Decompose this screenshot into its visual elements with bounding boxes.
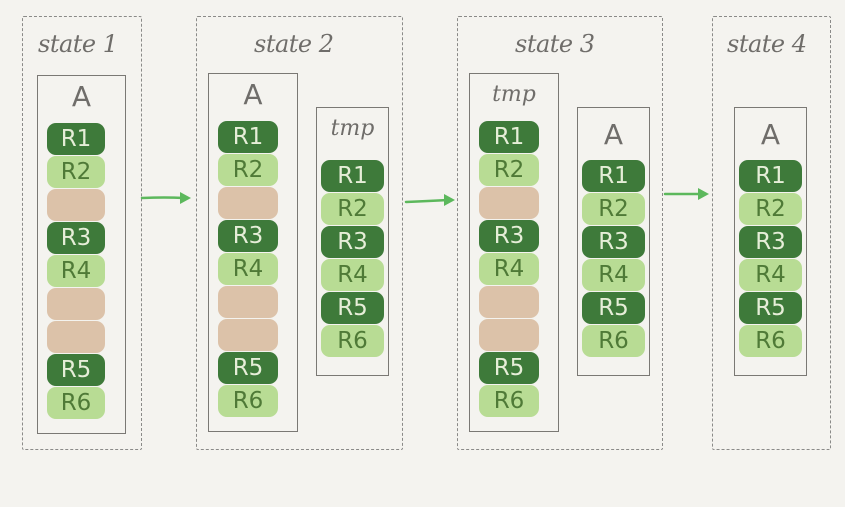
row-r5: R5 [582, 292, 645, 324]
table-name: A [71, 80, 92, 113]
row-r2: R2 [47, 156, 105, 188]
state-1-panel [22, 16, 142, 450]
arrow-right-icon [663, 188, 709, 200]
empty-row-slot [218, 187, 278, 219]
empty-row-slot [479, 286, 539, 318]
state-1-title: state 1 [38, 30, 118, 58]
empty-row-slot [218, 319, 278, 351]
row-r4: R4 [218, 253, 278, 285]
state-3-title: state 3 [515, 30, 595, 58]
state-2-title: state 2 [254, 30, 334, 58]
row-r5: R5 [47, 354, 105, 386]
row-r3: R3 [218, 220, 278, 252]
row-r6: R6 [321, 325, 384, 357]
row-r1: R1 [479, 121, 539, 153]
empty-row-slot [479, 319, 539, 351]
row-r6: R6 [479, 385, 539, 417]
empty-row-slot [218, 286, 278, 318]
row-r5: R5 [739, 292, 802, 324]
row-r5: R5 [321, 292, 384, 324]
table-name: tmp [330, 116, 375, 141]
row-r6: R6 [218, 385, 278, 417]
row-r6: R6 [582, 325, 645, 357]
table-name: A [760, 118, 781, 151]
row-r4: R4 [479, 253, 539, 285]
row-r6: R6 [47, 387, 105, 419]
row-r1: R1 [321, 160, 384, 192]
row-r4: R4 [321, 259, 384, 291]
row-r3: R3 [582, 226, 645, 258]
table-name: A [603, 118, 624, 151]
row-r2: R2 [739, 193, 802, 225]
row-r4: R4 [739, 259, 802, 291]
row-r3: R3 [321, 226, 384, 258]
row-r1: R1 [47, 123, 105, 155]
arrow-right-icon [404, 194, 455, 206]
empty-row-slot [47, 321, 105, 353]
table-name: tmp [492, 82, 536, 107]
row-r1: R1 [582, 160, 645, 192]
arrow-right-icon [140, 192, 191, 204]
state-2-panel [196, 16, 403, 450]
row-r4: R4 [582, 259, 645, 291]
row-r1: R1 [218, 121, 278, 153]
row-r6: R6 [739, 325, 802, 357]
state-3-panel [457, 16, 663, 450]
row-r3: R3 [739, 226, 802, 258]
row-r2: R2 [582, 193, 645, 225]
row-r5: R5 [479, 352, 539, 384]
empty-row-slot [479, 187, 539, 219]
row-r4: R4 [47, 255, 105, 287]
row-r3: R3 [47, 222, 105, 254]
empty-row-slot [47, 189, 105, 221]
row-r5: R5 [218, 352, 278, 384]
state-4-title: state 4 [727, 30, 807, 58]
empty-row-slot [47, 288, 105, 320]
row-r2: R2 [479, 154, 539, 186]
table-name: A [243, 78, 263, 111]
row-r1: R1 [739, 160, 802, 192]
row-r2: R2 [321, 193, 384, 225]
row-r2: R2 [218, 154, 278, 186]
row-r3: R3 [479, 220, 539, 252]
state-4-panel [712, 16, 831, 450]
